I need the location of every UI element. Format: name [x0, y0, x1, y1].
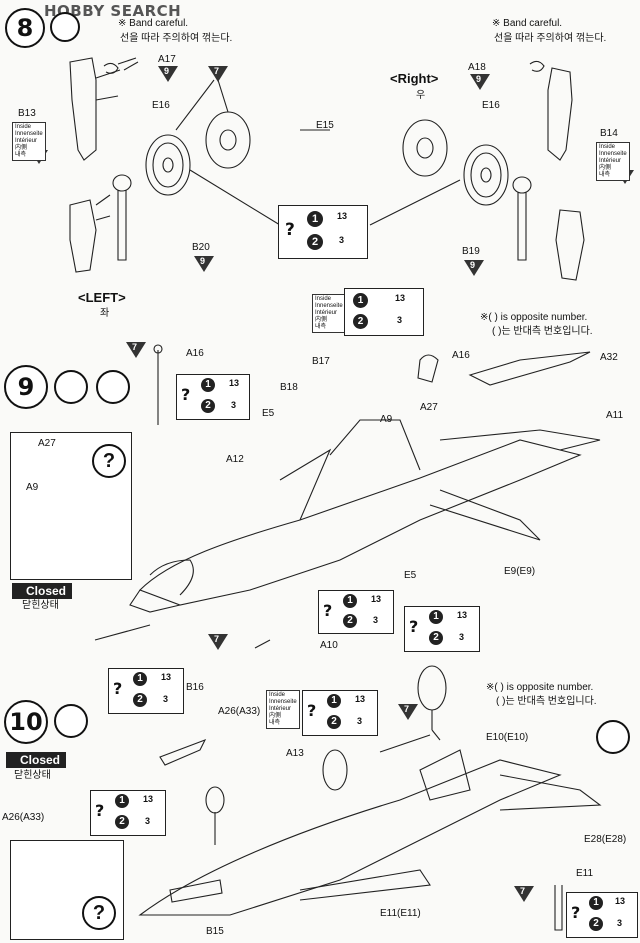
part-label: A16 [452, 350, 470, 361]
paint-callout: ? 1 2 13 3 [566, 892, 638, 938]
cement-icon [50, 12, 80, 42]
step-8-number: 8 [5, 8, 45, 48]
part-label: A10 [320, 640, 338, 651]
question-icon: ? [82, 896, 116, 930]
symmetric-icon [96, 370, 130, 404]
paint-triangle: 7 [126, 342, 146, 358]
paint-callout: ? 1 2 13 3 [404, 606, 480, 652]
paint-callout: ? 1 2 13 3 [108, 668, 184, 714]
paint-triangle: 7 [208, 634, 228, 650]
part-label: B16 [186, 682, 204, 693]
part-label: E16 [482, 100, 500, 111]
opposite-note-ko: ( )는 반대측 번호입니다. [492, 326, 593, 337]
right-side-label: <Right> [390, 71, 439, 86]
part-label: E11 [576, 868, 594, 879]
watermark: HOBBY SEARCH [44, 2, 182, 20]
part-label: B17 [312, 356, 330, 367]
part-label: B20 [192, 242, 210, 253]
paint-triangle: 7 [514, 886, 534, 902]
step-9-number: 9 [4, 365, 48, 409]
part-label: A26(A33) [2, 812, 45, 823]
left-side-label: <LEFT> [78, 290, 126, 305]
part-label: E15 [316, 120, 334, 131]
part-label: E16 [152, 100, 170, 111]
part-label: B15 [206, 926, 224, 937]
paint-callout: ? 1 2 13 3 [176, 374, 250, 420]
opposite-note-en: ※( ) is opposite number. [480, 312, 588, 323]
opposite-note-en: ※( ) is opposite number. [486, 682, 594, 693]
band-note-right-en: ※ Band careful. [492, 18, 563, 29]
paint-triangle: 9 [158, 66, 178, 82]
symmetric-icon [596, 720, 630, 754]
part-label: E5 [404, 570, 417, 581]
opposite-note-ko: ( )는 반대측 번호입니다. [496, 696, 597, 707]
paint-callout: ? 1 2 13 3 [318, 590, 394, 634]
part-label: A26(A33) [218, 706, 261, 717]
part-label: B13 [18, 108, 36, 119]
paint-triangle: 9 [464, 260, 484, 276]
paint-callout: ? 1 2 13 3 [90, 790, 166, 836]
closed-ko: 닫힌상태 [22, 600, 59, 611]
part-label: A11 [606, 410, 624, 421]
cement-icon [54, 370, 88, 404]
paint-triangle: 9 [194, 256, 214, 272]
paint-callout: 1 2 13 3 [344, 288, 424, 336]
closed-badge: Closed [6, 752, 67, 768]
part-label: B14 [600, 128, 618, 139]
part-label: E10(E10) [486, 732, 529, 743]
part-label: E28(E28) [584, 834, 627, 845]
part-label: A27 [420, 402, 438, 413]
left-side-ko: 좌 [100, 308, 110, 319]
paint-callout: ? 1 2 13 3 [278, 205, 368, 259]
closed-ko: 닫힌상태 [14, 770, 51, 781]
closed-badge: Closed [12, 583, 73, 599]
part-label: B19 [462, 246, 480, 257]
part-label: E11(E11) [380, 908, 421, 919]
part-label: B18 [280, 382, 298, 393]
part-label: A13 [286, 748, 304, 759]
part-label: A9 [380, 414, 393, 425]
part-label: A12 [226, 454, 244, 465]
part-label: E5 [262, 408, 275, 419]
part-label: A32 [600, 352, 618, 363]
part-label: E9(E9) [504, 566, 536, 577]
band-note-left-en: ※ Band careful. [118, 18, 189, 29]
paint-triangle: 7 [398, 704, 418, 720]
band-note-right-ko: 선을 따라 주의하여 꺾는다. [494, 33, 607, 44]
part-label: A18 [468, 62, 486, 73]
band-note-left-ko: 선을 따라 주의하여 꺾는다. [120, 33, 233, 44]
paint-triangle: 9 [470, 74, 490, 90]
paint-triangle: 7 [208, 66, 228, 82]
right-side-ko: 우 [416, 90, 426, 101]
part-label: A17 [158, 54, 176, 65]
cement-icon [54, 704, 88, 738]
part-label: A27 [38, 438, 56, 449]
paint-callout: ? 1 2 13 3 [302, 690, 378, 736]
part-label: A9 [26, 482, 39, 493]
question-icon: ? [92, 444, 126, 478]
step-10-number: 10 [4, 700, 48, 744]
part-label: A16 [186, 348, 204, 359]
